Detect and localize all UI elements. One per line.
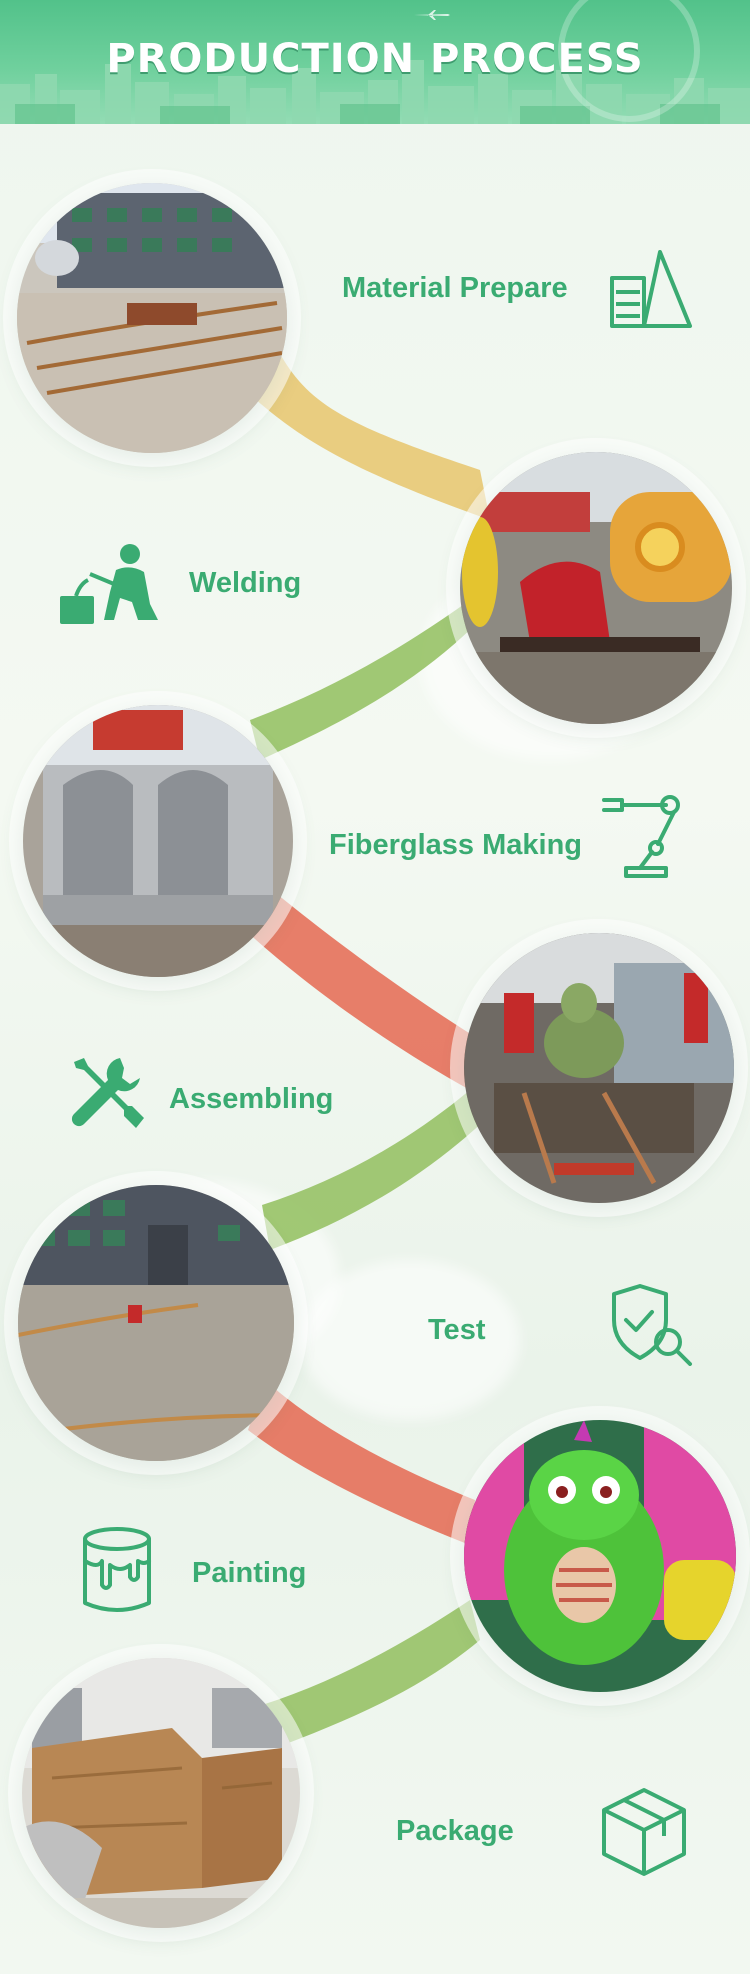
welder-icon [58, 540, 162, 628]
header-banner: PRODUCTION PROCESS [0, 0, 750, 124]
photo-assembling [464, 933, 734, 1203]
photo-welding [460, 452, 732, 724]
photo-material-prepare [17, 183, 287, 453]
step-label-package: Package [396, 1815, 514, 1847]
layered-triangle-icon [604, 248, 694, 328]
photo-painting [464, 1420, 736, 1692]
step-label-welding: Welding [189, 567, 302, 599]
page-title: PRODUCTION PROCESS [106, 36, 644, 82]
photo-fiberglass-making [23, 705, 293, 977]
box-icon [598, 1786, 690, 1878]
shield-check-magnifier-icon [608, 1282, 696, 1366]
wrench-screwdriver-icon [68, 1052, 148, 1132]
airplane-icon [414, 10, 450, 20]
robotic-arm-icon [600, 790, 692, 880]
photo-package [22, 1658, 300, 1928]
step-label-painting: Painting [192, 1557, 307, 1589]
step-label-fiberglass-making: Fiberglass Making [329, 829, 583, 861]
paint-bucket-icon [80, 1525, 154, 1615]
background-blob [300, 1260, 520, 1420]
step-label-assembling: Assembling [169, 1083, 334, 1115]
ferris-wheel-graphic [558, 0, 700, 122]
photo-test [18, 1185, 294, 1461]
step-label-test: Test [428, 1314, 486, 1346]
step-label-material-prepare: Material Prepare [342, 272, 568, 304]
